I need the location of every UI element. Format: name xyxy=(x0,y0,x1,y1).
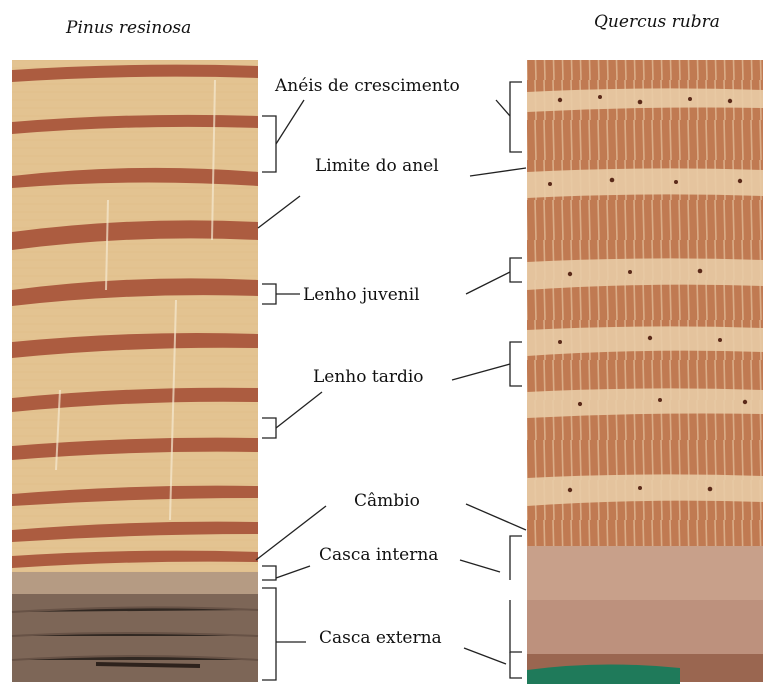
outer-bark-right-bracket-lower xyxy=(510,652,522,678)
earlywood-right-leader xyxy=(466,272,510,294)
ring-boundary-right-leader xyxy=(470,168,526,176)
inner-bark-right-leader xyxy=(460,560,500,572)
earlywood-right-bracket xyxy=(510,258,522,282)
inner-bark-label: Casca interna xyxy=(319,545,438,565)
outer-bark-right-bracket xyxy=(510,600,522,652)
ring-boundary-left-leader xyxy=(258,196,300,228)
cambium-label: Câmbio xyxy=(354,491,420,511)
growth-rings-right-bracket xyxy=(510,82,522,152)
pine-section xyxy=(12,60,258,682)
latewood-left-bracket xyxy=(262,418,276,438)
ring-boundary-label: Limite do anel xyxy=(315,156,439,176)
growth-rings-left-bracket xyxy=(262,116,276,172)
growth-rings-right-leader xyxy=(496,100,510,116)
growth-rings-left-leader xyxy=(276,100,304,144)
inner-bark-right-bracket xyxy=(510,536,522,580)
oak-section xyxy=(527,60,763,684)
earlywood-left-bracket xyxy=(262,284,276,304)
latewood-left-leader xyxy=(276,392,322,428)
outer-bark-right-leader xyxy=(464,648,506,664)
cambium-left-leader xyxy=(256,506,326,560)
outer-bark-left-bracket xyxy=(262,588,276,680)
inner-bark-left-bracket xyxy=(262,566,276,580)
latewood-right-bracket xyxy=(510,342,522,386)
inner-bark-left-leader xyxy=(276,566,310,578)
latewood-label: Lenho tardio xyxy=(313,367,424,387)
growth-rings-label: Anéis de crescimento xyxy=(275,76,460,96)
latewood-right-leader xyxy=(452,364,510,380)
cambium-right-leader xyxy=(466,504,526,530)
outer-bark-label: Casca externa xyxy=(319,628,442,648)
earlywood-label: Lenho juvenil xyxy=(303,285,420,305)
